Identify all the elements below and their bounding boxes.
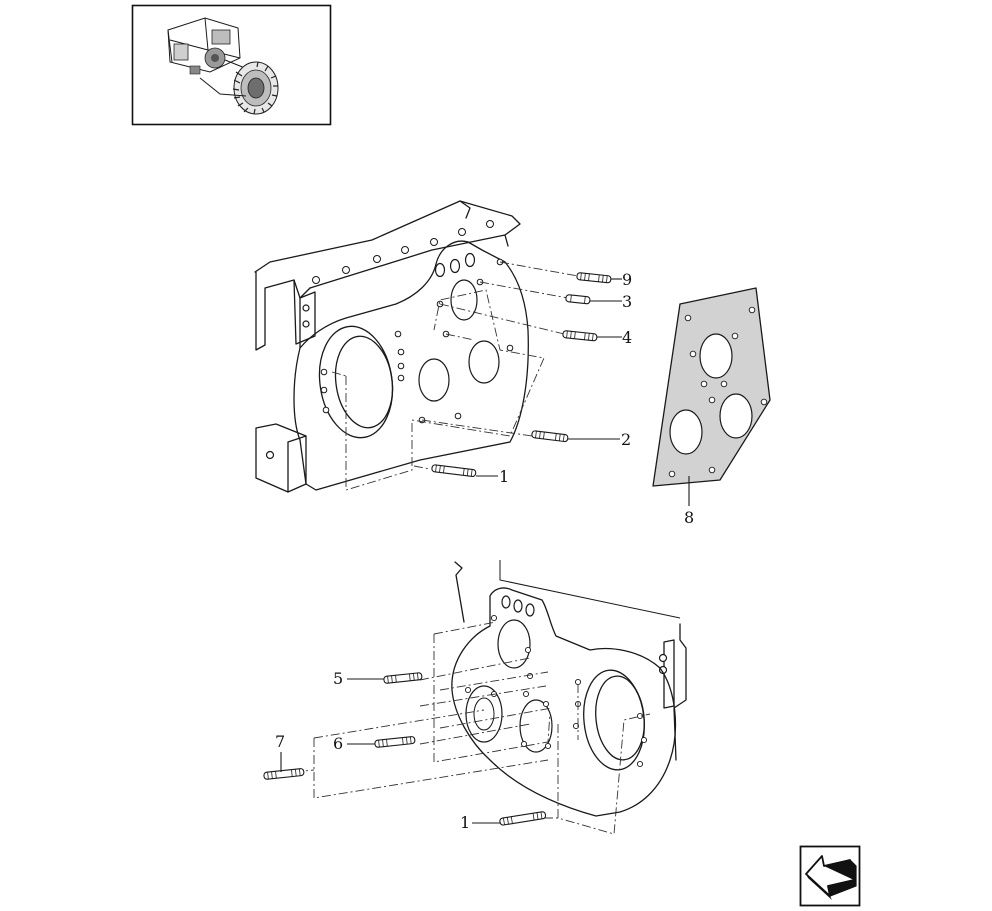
stud-3[interactable] (565, 294, 591, 305)
back-arrow-button[interactable] (799, 845, 861, 907)
lower-labels: 5 7 6 1 (275, 669, 500, 832)
label-1-lower: 1 (460, 813, 470, 832)
stud-7[interactable] (263, 768, 305, 780)
label-3: 3 (622, 292, 632, 311)
stud-6[interactable] (374, 736, 416, 748)
label-2: 2 (621, 430, 631, 449)
label-5: 5 (333, 669, 343, 688)
stud-2[interactable] (531, 430, 569, 443)
upper-housing-assembly (254, 200, 579, 493)
label-6: 6 (333, 734, 343, 753)
stud-1-lower[interactable] (499, 811, 547, 826)
back-arrow-icon (805, 855, 857, 900)
label-7: 7 (275, 732, 285, 751)
stud-1-upper[interactable] (431, 464, 477, 478)
tractor-transmission-thumbnail-icon (167, 17, 279, 115)
label-9: 9 (622, 270, 632, 289)
lower-housing-assembly (293, 560, 687, 835)
stud-9[interactable] (576, 272, 612, 284)
gasket-8[interactable] (652, 287, 771, 487)
label-8: 8 (684, 508, 694, 527)
lower-studs (263, 672, 547, 826)
stud-4[interactable] (562, 330, 598, 342)
upper-labels: 9 3 4 2 1 8 (476, 270, 694, 527)
thumbnail-frame[interactable] (131, 4, 332, 126)
label-4: 4 (622, 328, 632, 347)
label-1-upper: 1 (499, 467, 509, 486)
stud-5[interactable] (383, 672, 423, 684)
upper-studs (431, 272, 612, 478)
